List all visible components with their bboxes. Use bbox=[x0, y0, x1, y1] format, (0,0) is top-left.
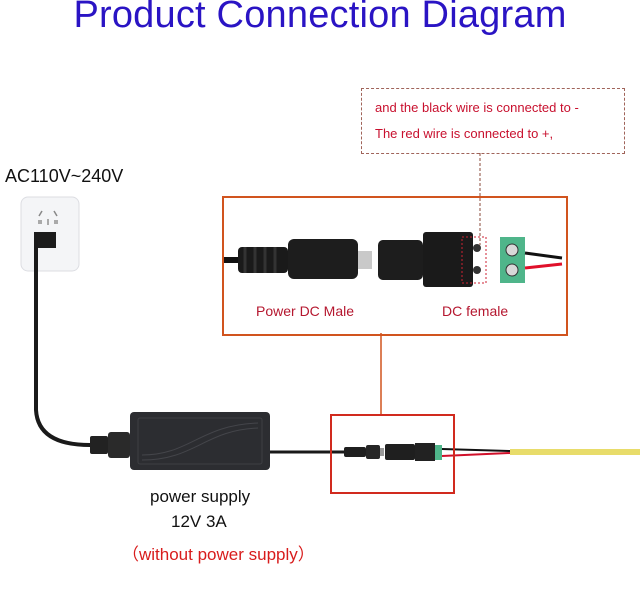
input-voltage-label: AC110V~240V bbox=[5, 166, 124, 186]
note-line-red: The red wire is connected to +, bbox=[375, 126, 554, 141]
power-supply-label: power supply bbox=[150, 487, 251, 506]
ac-plug-icon bbox=[90, 432, 130, 458]
dc-female-connector-icon bbox=[378, 232, 563, 287]
ac-cord bbox=[34, 240, 100, 447]
small-connector-icon bbox=[344, 443, 442, 461]
power-supply-rating: 12V 3A bbox=[171, 512, 227, 531]
led-strip bbox=[510, 449, 640, 455]
connector-highlight-box bbox=[330, 414, 455, 494]
power-adapter-icon bbox=[130, 412, 270, 470]
wire-note-box bbox=[361, 88, 625, 154]
note-line-black: and the black wire is connected to - bbox=[375, 100, 579, 115]
diagram-title: Product Connection Diagram bbox=[73, 0, 567, 36]
dc-male-label: Power DC Male bbox=[256, 303, 355, 319]
connector-detail-box bbox=[222, 196, 568, 336]
not-included-note: （without power supply） bbox=[122, 545, 315, 564]
wall-outlet-icon bbox=[20, 196, 80, 272]
dc-male-connector-icon bbox=[224, 239, 372, 279]
dc-female-label: DC female bbox=[442, 303, 509, 319]
